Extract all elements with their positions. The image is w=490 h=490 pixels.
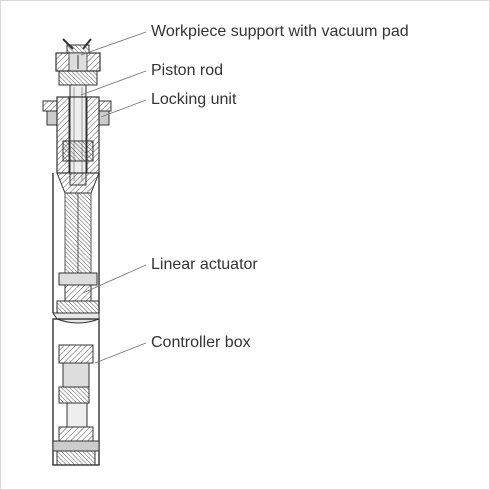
controller-box-part bbox=[52, 312, 100, 466]
leader-controller-box bbox=[94, 342, 147, 364]
leader-locking-unit bbox=[100, 99, 147, 118]
callout-workpiece-support: Workpiece support with vacuum pad bbox=[151, 23, 409, 40]
leader-lines bbox=[80, 31, 147, 364]
leader-piston-rod bbox=[80, 70, 147, 96]
workpiece-support-part bbox=[55, 38, 101, 86]
callout-locking-unit: Locking unit bbox=[151, 91, 237, 108]
locking-unit-part bbox=[42, 96, 112, 194]
linear-actuator-part bbox=[56, 272, 100, 314]
callout-piston-rod: Piston rod bbox=[151, 62, 224, 79]
leader-linear-actuator bbox=[82, 264, 147, 294]
callout-controller-box: Controller box bbox=[151, 334, 251, 351]
piston-rod-part bbox=[69, 84, 87, 186]
leader-workpiece-support bbox=[80, 31, 147, 56]
body-tube-part bbox=[52, 173, 100, 313]
callout-linear-actuator: Linear actuator bbox=[151, 256, 258, 273]
